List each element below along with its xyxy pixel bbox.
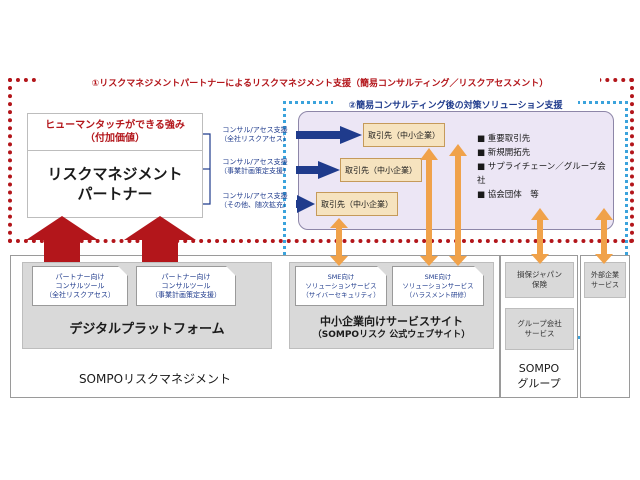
external-service-box: 外部企業 サービス [584,262,626,298]
partner-line1: リスクマネジメント [47,165,183,183]
sompo-rm-label: SOMPOリスクマネジメント [78,371,232,386]
tool-card-2: パートナー向け コンサルツール （事業計画策定支援） [136,266,236,306]
orange-double-arrow [420,148,438,266]
target-list: ■ 重要取引先 ■ 新規開拓先 ■ サプライチェーン／グループ会社 ■ 協会団体… [477,132,612,202]
orange-double-arrow [449,144,467,266]
strength-box: ヒューマンタッチができる強み （付加価値） [27,113,203,151]
client-box-2: 取引先（中小企業） [340,158,422,182]
client-box-3: 取引先（中小企業） [316,192,398,216]
sme-solution-card-1: SME向け ソリューションサービス （サイバーセキュリティ） [295,266,387,306]
navy-arrow [296,161,340,179]
consult-label-3: コンサル/アセス支援 （その他、随次拡充） [220,192,290,209]
solution-support-title: ②簡易コンサルティング後の対策ソリューション支援 [333,98,578,111]
target-item: ■ サプライチェーン／グループ会社 [477,162,606,186]
digital-platform-label: デジタルプラットフォーム [69,321,225,337]
strength-line1: ヒューマンタッチができる強み [45,120,185,131]
tool-card-1: パートナー向け コンサルツール （全社リスクアセス） [32,266,128,306]
target-item: ■ 重要取引先 [477,134,531,144]
consult-label-1: コンサル/アセス支援 （全社リスクアセス） [220,126,290,143]
orange-double-arrow [531,208,549,264]
upward-red-arrow [124,216,196,262]
risk-support-title: ①リスクマネジメントパートナーによるリスクマネジメント支援（簡易コンサルティング… [40,76,600,89]
navy-arrow [296,195,315,213]
orange-double-arrow [595,208,613,264]
sme-solution-card-2: SME向け ソリューションサービス （ハラスメント研修） [392,266,484,306]
navy-arrow [296,126,362,144]
target-item: ■ 協会団体 等 [477,190,539,200]
target-item: ■ 新規開拓先 [477,148,531,158]
sompo-group-label: SOMPO グループ [517,362,561,390]
partner-connector [203,133,211,205]
client-box-1: 取引先（中小企業） [363,123,445,147]
sme-site-label: 中小企業向けサービスサイト （SOMPOリスク 公式ウェブサイト） [312,315,471,340]
consult-label-2: コンサル/アセス支援 （事業計画策定支援） [220,158,290,175]
upward-red-arrow [26,216,98,262]
partner-box: リスクマネジメント パートナー [27,150,203,218]
orange-double-arrow [330,218,348,266]
strength-line2: （付加価値） [85,133,145,144]
group-service-2: グループ会社 サービス [505,308,574,350]
partner-line2: パートナー [77,185,153,203]
